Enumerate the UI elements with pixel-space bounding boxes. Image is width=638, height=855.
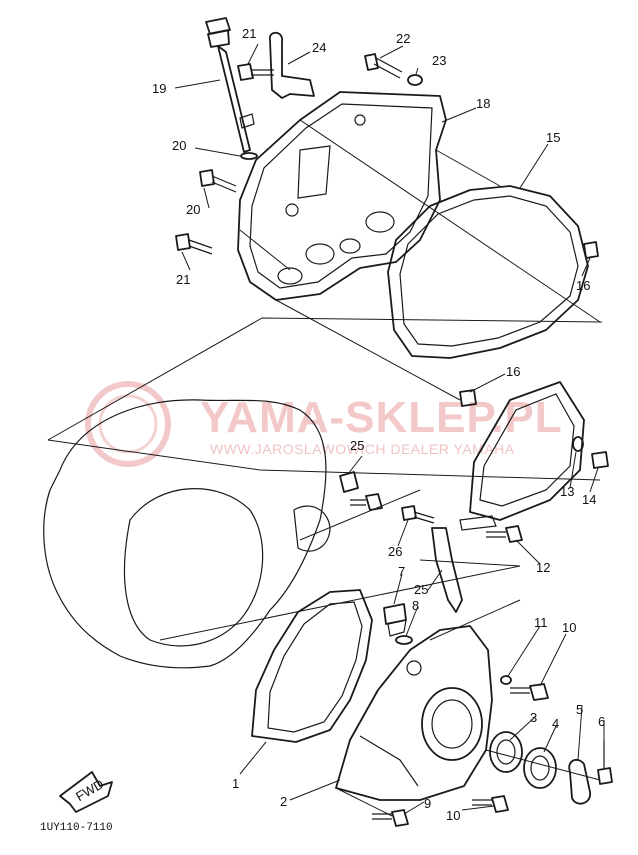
o-ring-19 [240, 152, 258, 160]
sprocket-cover [469, 381, 585, 521]
callout-20-lower: 20 [186, 202, 200, 217]
bolt-20-lower [199, 169, 237, 193]
gasket-15 [387, 185, 589, 359]
callout-23: 24 [312, 40, 326, 55]
crankcase-cover-17 [237, 91, 447, 301]
callout-numbers: 19 20 20 21 21 24 22 23 18 15 16 16 25 1… [152, 26, 605, 823]
bolt-14 [591, 451, 609, 469]
callout-18: 19 [152, 81, 166, 96]
crankcase-outline [43, 399, 331, 669]
callout-4: 4 [552, 716, 559, 731]
callout-13: 13 [560, 484, 574, 499]
plug-24 [339, 471, 359, 493]
callout-10-upper: 10 [562, 620, 576, 635]
callout-12: 12 [536, 560, 550, 575]
watermark-subtitle: WWW.JAROSLAWOWICH DEALER YAMAHA [210, 441, 515, 457]
callout-5: 5 [576, 702, 583, 717]
callout-8: 8 [412, 598, 419, 613]
callout-20-upper: 21 [242, 26, 256, 41]
oil-level-dipstick [205, 17, 255, 153]
callout-19: 20 [172, 138, 186, 153]
watermark: YAMA-SKLEP.PL WWW.JAROSLAWOWICH DEALER Y… [85, 381, 562, 467]
callout-25: 25 [414, 582, 428, 597]
bracket-23 [269, 31, 315, 99]
callout-24: 25 [350, 438, 364, 453]
bearing-3 [489, 731, 523, 773]
washer-11 [500, 675, 512, 685]
o-ring-8 [395, 635, 413, 645]
alignment-lines-lower [335, 559, 601, 817]
bracket-25 [431, 515, 497, 613]
callout-17: 18 [476, 96, 490, 111]
bolt-9 [372, 809, 409, 827]
bolt-20-upper [237, 63, 274, 81]
alignment-lines-upper [239, 119, 601, 401]
gasket-1 [251, 589, 373, 743]
bolt-10-upper [510, 683, 549, 701]
callout-14: 14 [582, 492, 596, 507]
bolt-21-upper [364, 53, 403, 79]
callout-3: 3 [530, 710, 537, 725]
callout-7: 7 [398, 564, 405, 579]
screw-6 [597, 740, 613, 785]
washer-22 [407, 74, 423, 86]
bolt-near-24 [350, 493, 383, 511]
callout-10-lower: 10 [446, 808, 460, 823]
callout-1: 1 [232, 776, 239, 791]
bolt-21-lower [175, 233, 213, 255]
alignment-box-middle [47, 317, 603, 641]
washer-13 [572, 436, 584, 452]
callout-26: 26 [388, 544, 402, 559]
callout-2: 2 [280, 794, 287, 809]
callout-21-upper: 22 [396, 31, 410, 46]
clutch-cover-2 [335, 625, 493, 801]
dowel-pin-16-lower [459, 389, 477, 407]
diagram-code: 1UY110-7110 [40, 822, 113, 834]
retaining-plate-5 [568, 758, 591, 805]
dowel-pin-16-upper [583, 241, 599, 259]
bolt-12 [486, 525, 523, 543]
callout-9: 9 [424, 796, 431, 811]
callout-16-lower: 16 [506, 364, 520, 379]
watermark-logo [85, 381, 171, 467]
callout-11: 11 [534, 615, 548, 630]
callout-22: 23 [432, 53, 446, 68]
callout-15: 15 [546, 130, 560, 145]
callout-16-upper: 16 [576, 278, 590, 293]
callout-21-lower: 21 [176, 272, 190, 287]
forward-direction-arrow: FWD [59, 771, 113, 813]
bolt-26 [401, 505, 435, 524]
callout-leaders [174, 43, 605, 815]
oil-seal-4 [523, 747, 557, 789]
oil-filler-plug-7 [383, 603, 407, 637]
bolt-10-lower [472, 795, 509, 813]
callout-6: 6 [598, 714, 605, 729]
